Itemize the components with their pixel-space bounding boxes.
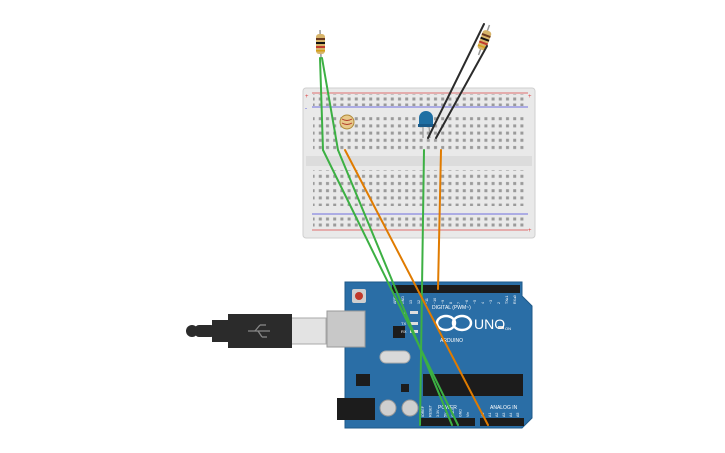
wires (319, 23, 489, 426)
uno-logo-text: UNO (474, 316, 505, 332)
power-pin-label-1: RESET (429, 404, 433, 417)
small-chip (401, 384, 409, 392)
rail-minus-label: - (305, 106, 307, 112)
wire-green-1 (319, 57, 324, 151)
rail-plus-label-bottom: + (528, 228, 532, 234)
wire-orange-1 (344, 149, 489, 426)
voltage-regulator (356, 374, 370, 386)
power-jack (337, 398, 375, 420)
analog-header (480, 418, 524, 426)
wire-green-2 (321, 57, 339, 151)
digital-pin-label-10: ~5 (473, 300, 477, 304)
breadboard[interactable]: + - + + (302, 87, 536, 239)
wire-green-3 (322, 149, 459, 426)
analog-pin-label-5: A5 (516, 413, 520, 417)
photoresistor[interactable] (339, 114, 355, 130)
usb-icon (248, 324, 270, 338)
on-label: ON (505, 326, 511, 331)
analog-pin-label-2: A2 (495, 413, 499, 417)
usb-cable-cord (195, 325, 215, 337)
wire-black-1 (427, 23, 485, 139)
tx-led (410, 322, 418, 325)
usb-chip (393, 326, 405, 338)
power-label: POWER (438, 405, 457, 411)
analog-pin-label-3: A3 (502, 413, 506, 417)
reset-button-cap (355, 292, 363, 300)
power-pin-label-3: 5V (444, 412, 448, 417)
digital-pin-label-14: TX▸1 (505, 296, 509, 304)
resistor-2[interactable] (475, 24, 494, 57)
usb-plug-metal (289, 317, 327, 345)
tx-label: TX (401, 321, 406, 326)
l-led (410, 311, 418, 314)
digital-header (392, 285, 520, 293)
digital-pin-label-5: ~10 (433, 298, 437, 304)
power-pin-label-5: GND (459, 409, 463, 417)
analog-label: ANALOG IN (490, 405, 518, 411)
digital-pin-label-8: 7 (457, 302, 461, 304)
led-blue[interactable] (418, 111, 434, 139)
usb-cable-strain (212, 320, 230, 342)
power-pin-label-6: Vin (466, 412, 470, 417)
digital-pin-label-12: ~3 (489, 300, 493, 304)
usb-cable-end (186, 325, 198, 337)
brand-text: ARDUINO (440, 338, 463, 344)
digital-pin-label-9: ~6 (465, 300, 469, 304)
wire-green-5 (419, 149, 425, 426)
capacitor-2 (401, 399, 419, 417)
rx-label: RX (401, 329, 407, 334)
arduino-uno-board[interactable]: UNO ARDUINO DIGITAL (PWM~) POWER ANALOG … (326, 281, 533, 429)
arduino-logo (435, 314, 473, 332)
wire-black-2 (435, 45, 488, 139)
on-led (498, 326, 504, 329)
power-pin-label-0: IOREF (421, 405, 425, 417)
digital-pin-label-13: 2 (497, 302, 501, 304)
digital-pin-label-15: RX◂0 (513, 295, 517, 304)
digital-pin-label-4: ~11 (425, 298, 429, 304)
usb-cable[interactable] (186, 314, 327, 348)
digital-pin-label-2: 13 (409, 300, 413, 304)
crystal (379, 350, 411, 364)
microcontroller-chip (423, 374, 523, 396)
power-header (420, 418, 475, 426)
analog-pin-label-1: A1 (488, 413, 492, 417)
usb-port (326, 310, 366, 348)
resistor-1[interactable] (316, 29, 325, 59)
digital-label: DIGITAL (PWM~) (432, 305, 471, 311)
digital-pin-label-7: 8 (449, 302, 453, 304)
digital-pin-label-11: 4 (481, 302, 485, 304)
capacitor-1 (379, 399, 397, 417)
rail-plus-label: + (305, 94, 309, 100)
rail-plus-label-right: + (528, 94, 532, 100)
analog-pin-label-4: A4 (509, 413, 513, 417)
digital-pin-label-1: GND (401, 296, 405, 304)
digital-pin-label-6: ~9 (441, 300, 445, 304)
wire-green-4 (337, 149, 453, 426)
wire-orange-2 (437, 149, 442, 290)
digital-pin-label-3: 12 (417, 300, 421, 304)
power-pin-label-2: 3.3V (436, 409, 440, 417)
